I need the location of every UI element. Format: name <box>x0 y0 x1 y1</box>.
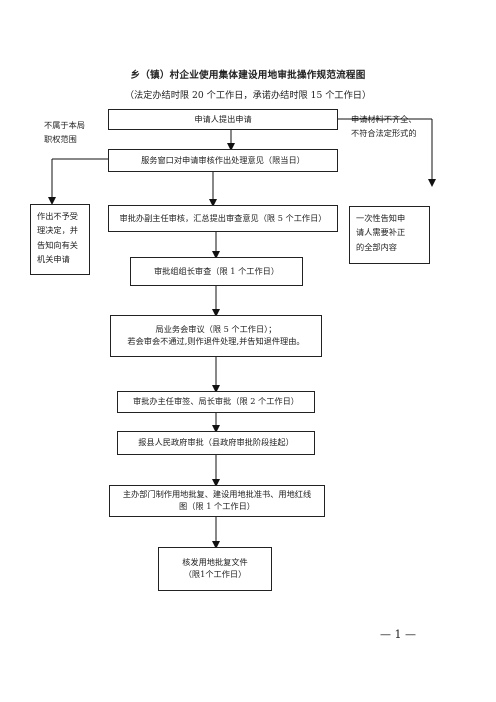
note-incomplete-materials: 申请材料不齐全、 不符合法定形式的 <box>351 114 417 138</box>
note-out-of-scope: 不属于本局 职权范围 <box>44 120 85 144</box>
step-business-meeting: 局业务会审议（限 5 个工作日）； 若会审会不通过,则作退件处理,并告知退件理由… <box>110 315 322 357</box>
step-prepare-documents: 主办部门制作用地批复、建设用地批准书、用地红线 图（限 1 个工作日） <box>109 485 325 517</box>
page-title: 乡（镇）村企业使用集体建设用地审批操作规范流程图 <box>130 70 366 81</box>
box-notify-supplement: 一次性告知申 请人需要补正 的全部内容 <box>349 206 430 264</box>
step-group-leader-review: 审批组组长审查（限 1 个工作日） <box>130 257 303 286</box>
step-director-approval: 审批办主任审签、局长审批（限 2 个工作日） <box>117 391 315 413</box>
step-issue-approval: 核发用地批复文件 （限1个工作日） <box>158 547 272 591</box>
step-deputy-review: 审批办副主任审核，汇总提出审查意见（限 5 个工作日） <box>108 205 338 232</box>
step-window-review: 服务窗口对申请审核作出处理意见（限当日） <box>108 149 338 172</box>
step-county-approval: 报县人民政府审批（县政府审批阶段挂起） <box>117 431 315 455</box>
box-reject-decision: 作出不予受 理决定，并 告知向有关 机关申请 <box>30 204 90 275</box>
page-subtitle: （法定办结时限 20 个工作日，承诺办结时限 15 个工作日） <box>124 90 372 101</box>
page-number: — 1 — <box>380 628 416 641</box>
step-application: 申请人提出申请 <box>108 109 338 130</box>
